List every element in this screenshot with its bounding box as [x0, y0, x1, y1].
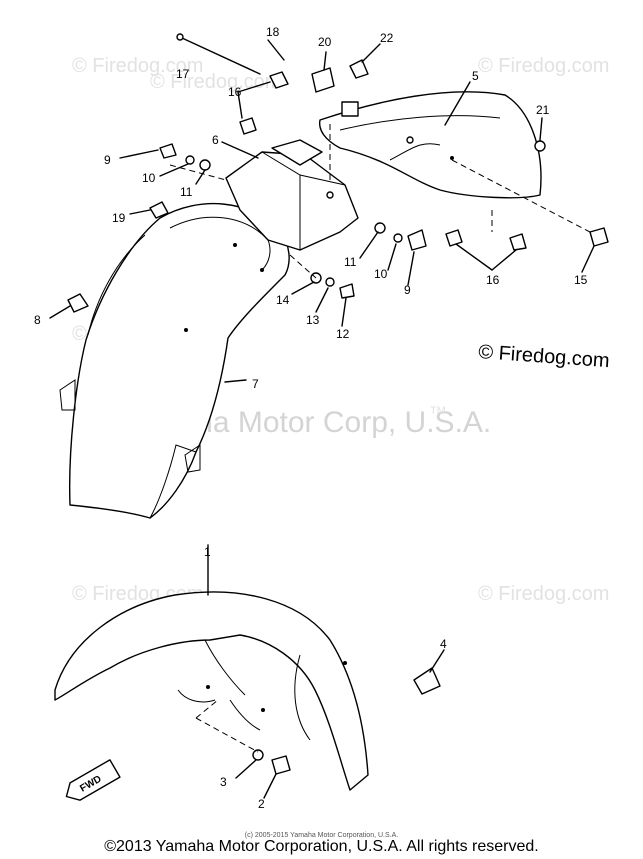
- callout-11-left: 11: [180, 185, 193, 199]
- rear-stay: [318, 91, 542, 199]
- callout-7: 7: [252, 377, 259, 391]
- callout-13: 13: [306, 313, 320, 327]
- watermark-tm: TM: [430, 405, 446, 417]
- watermark-firedog-2: © Firedog.com: [478, 55, 609, 77]
- callout-18: 18: [266, 25, 280, 39]
- callout-15: 15: [574, 273, 588, 287]
- callout-numbers: 1 2 3 4 5 6 7 8 9 9 10 10 11 11 12 13 14…: [34, 25, 588, 811]
- watermark-firedog-main: © Firedog.com: [478, 341, 611, 372]
- callout-22: 22: [380, 31, 394, 45]
- callout-12: 12: [336, 327, 350, 341]
- callout-10-right: 10: [374, 267, 388, 281]
- callout-3: 3: [220, 775, 227, 789]
- callout-9-right: 9: [404, 283, 411, 297]
- alignment-lines: [169, 120, 591, 753]
- callout-8: 8: [34, 313, 41, 327]
- watermark-firedog-3: © Firedog.com: [150, 71, 281, 93]
- callout-11-right: 11: [344, 255, 357, 269]
- watermark-firedog-1: © Firedog.com: [72, 55, 203, 77]
- callout-9-left: 9: [104, 153, 111, 167]
- callout-4: 4: [440, 637, 447, 651]
- callout-21: 21: [536, 103, 550, 117]
- fender-bracket: [225, 139, 359, 251]
- hardware: [67, 33, 609, 775]
- callout-2: 2: [258, 797, 265, 811]
- callout-17: 17: [176, 67, 190, 81]
- callout-16-top: 16: [228, 85, 242, 99]
- callout-14: 14: [276, 293, 290, 307]
- callout-6: 6: [212, 133, 219, 147]
- rear-fender: [59, 202, 290, 519]
- small-copyright: (c) 2005-2015 Yamaha Motor Corporation, …: [244, 832, 399, 839]
- callout-10-left: 10: [142, 171, 156, 185]
- callout-16-right: 16: [486, 273, 500, 287]
- leader-lines: [49, 39, 595, 799]
- callout-19: 19: [112, 211, 126, 225]
- callout-5: 5: [472, 69, 479, 83]
- callout-20: 20: [318, 35, 332, 49]
- watermark-firedog-6: © Firedog.com: [478, 583, 609, 605]
- fwd-arrow: FWD: [65, 759, 121, 801]
- callout-1: 1: [204, 545, 211, 559]
- front-fender: [54, 591, 369, 791]
- main-copyright: ©2013 Yamaha Motor Corporation, U.S.A. A…: [104, 838, 539, 855]
